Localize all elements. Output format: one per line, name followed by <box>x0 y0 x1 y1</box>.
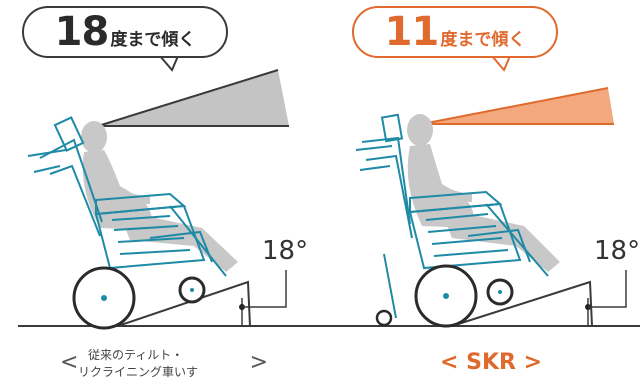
tilt-angle-number-left: 18 <box>54 9 110 55</box>
caption-line-1: 従来のティルト・ <box>88 348 184 362</box>
ramp-left <box>117 280 252 327</box>
ramp-right <box>451 280 594 327</box>
tilt-angle-suffix-right: 度まで傾く <box>440 29 526 50</box>
slope-angle-label-right: 18° <box>594 236 640 266</box>
wheelchair-left <box>27 116 227 277</box>
tilt-angle-bubble-right: 11 度まで傾く <box>352 6 558 58</box>
tilt-angle-suffix-left: 度まで傾く <box>110 29 196 50</box>
slope-angle-label-left: 18° <box>262 236 309 266</box>
caption-conventional: < 従来のティルト・ リクライニング車いす > <box>60 344 268 380</box>
caption-close-bracket: > <box>249 350 268 375</box>
anti-tip-caster-right <box>375 309 393 327</box>
caption-open-bracket: < <box>60 350 79 375</box>
caption-line-2: リクライニング車いす <box>78 365 199 379</box>
left-scene <box>27 55 289 330</box>
caption-skr: < SKR > <box>440 350 543 375</box>
wheelchair-right <box>355 113 549 319</box>
tilt-angle-number-right: 11 <box>384 9 440 55</box>
right-scene <box>355 55 627 328</box>
tilt-angle-bubble-left: 18 度まで傾く <box>22 6 228 58</box>
